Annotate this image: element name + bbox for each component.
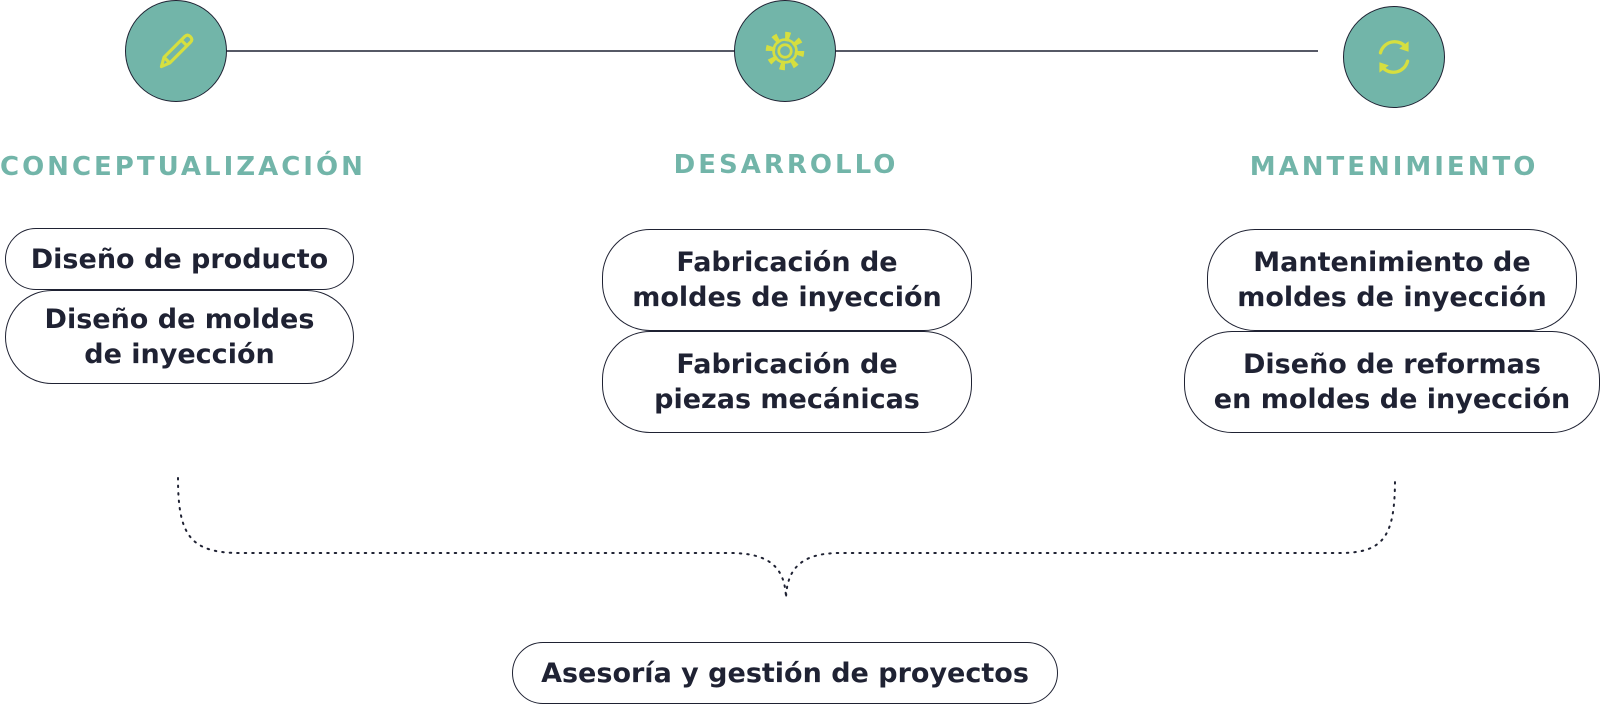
stage-icon-mantenimiento [1343,6,1445,108]
stage-icon-conceptualizacion [125,0,227,102]
pencil-icon [159,33,194,69]
stage-title-mantenimiento: MANTENIMIENTO [1249,152,1539,182]
service-mantenimiento-moldes: Mantenimiento de moldes de inyección [1207,229,1577,331]
service-diseno-reformas: Diseño de reformas en moldes de inyecció… [1184,331,1600,433]
service-asesoria-gestion: Asesoría y gestión de proyectos [512,642,1058,704]
stage-icon-desarrollo [734,0,836,102]
stage-title-desarrollo: DESARROLLO [673,150,899,180]
gear-icon [765,31,805,71]
service-diseno-moldes: Diseño de moldes de inyección [5,290,354,384]
stage-title-conceptualizacion: CONCEPTUALIZACIÓN [0,152,366,182]
refresh-cycle-icon [1378,40,1410,74]
service-fabricacion-moldes: Fabricación de moldes de inyección [602,229,972,331]
dotted-brace [177,477,1396,599]
service-fabricacion-piezas: Fabricación de piezas mecánicas [602,331,972,433]
service-diseno-producto: Diseño de producto [5,228,354,290]
